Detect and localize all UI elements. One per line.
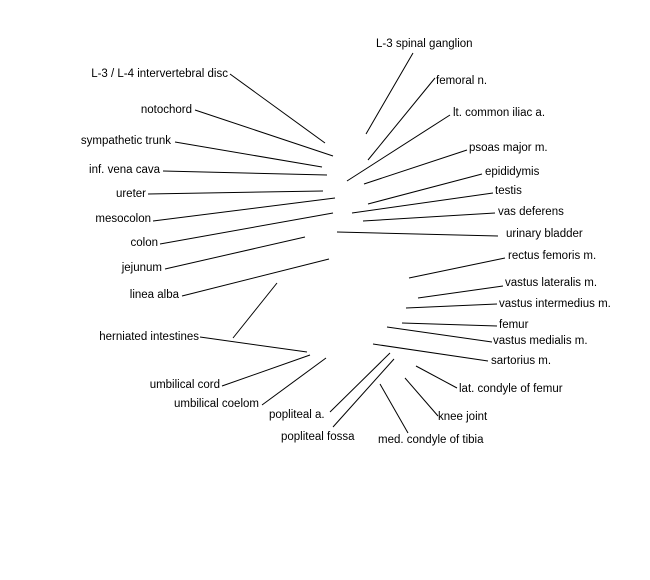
label-common-iliac: lt. common iliac a. <box>453 107 546 119</box>
leader-line-med-condyle <box>379 383 409 434</box>
label-urinary-bladder: urinary bladder <box>506 228 583 240</box>
label-sartorius: sartorius m. <box>491 355 552 367</box>
leader-line-ureter <box>147 190 324 195</box>
leader-line-notochord <box>194 109 334 157</box>
label-vastus-intermedius: vastus intermedius m. <box>499 298 611 310</box>
label-femoral-n: femoral n. <box>436 75 488 87</box>
leader-line-umbilical-coelom <box>261 357 327 406</box>
label-umbilical-coelom: umbilical coelom <box>173 398 259 410</box>
label-knee-joint: knee joint <box>438 411 488 423</box>
label-mesocolon: mesocolon <box>95 213 151 225</box>
leader-line-linea-alba <box>181 258 330 297</box>
label-lat-condyle: lat. condyle of femur <box>459 383 563 395</box>
label-psoas: psoas major m. <box>469 142 548 154</box>
label-epididymis: epididymis <box>485 166 540 178</box>
label-inf-vena-cava: inf. vena cava <box>89 164 160 176</box>
leader-line-psoas <box>363 149 468 185</box>
leader-line-epididymis <box>367 173 483 205</box>
label-colon: colon <box>130 237 159 249</box>
leader-line-lat-condyle <box>415 365 458 389</box>
leader-line-vas-deferens <box>362 212 496 222</box>
leader-line-popliteal-fossa <box>332 358 395 428</box>
label-sympathetic-trunk: sympathetic trunk <box>80 135 171 147</box>
label-linea-alba: linea alba <box>129 289 179 301</box>
label-notochord: notochord <box>140 104 192 116</box>
leader-line-herniated-intestines-b <box>199 336 308 353</box>
leader-line-urinary-bladder <box>336 231 499 237</box>
leader-line-knee-joint <box>404 377 439 417</box>
label-med-condyle: med. condyle of tibia <box>378 434 484 446</box>
label-jejunum: jejunum <box>121 262 162 274</box>
leader-line-vastus-lateralis <box>417 285 504 299</box>
leader-line-inf-vena-cava <box>162 170 328 176</box>
label-popliteal-fossa: popliteal fossa <box>281 431 355 443</box>
leader-line-rectus-femoris <box>408 257 506 279</box>
leader-line-jejunum <box>164 236 306 270</box>
label-rectus-femoris: rectus femoris m. <box>508 250 597 262</box>
leader-line-femur <box>401 322 498 327</box>
label-l3-l4-disc: L-3 / L-4 intervertebral disc <box>91 68 228 80</box>
label-l3-spinal-ganglion: L-3 spinal ganglion <box>376 38 473 50</box>
leader-line-l3-spinal-ganglion <box>365 52 414 135</box>
leader-line-herniated-intestines-a <box>232 282 278 339</box>
leader-line-femoral-n <box>367 77 436 161</box>
label-vastus-lateralis: vastus lateralis m. <box>505 277 598 289</box>
leader-line-popliteal-a <box>329 352 391 413</box>
leader-line-testis <box>351 192 494 214</box>
leader-line-mesocolon <box>152 197 336 222</box>
label-herniated-intestines: herniated intestines <box>99 331 199 343</box>
leader-line-vastus-intermedius <box>405 303 498 309</box>
label-vastus-medialis: vastus medialis m. <box>493 335 588 347</box>
leader-line-sartorius <box>372 343 489 362</box>
leader-line-colon <box>159 212 334 245</box>
leader-line-common-iliac <box>346 114 451 182</box>
leader-line-umbilical-cord <box>221 354 311 387</box>
leader-line-l3-l4-disc <box>229 73 326 144</box>
leader-line-vastus-medialis <box>386 326 493 343</box>
leader-line-sympathetic-trunk <box>174 141 323 168</box>
label-vas-deferens: vas deferens <box>498 206 564 218</box>
label-ureter: ureter <box>115 188 146 200</box>
label-popliteal-a: popliteal a. <box>269 409 325 421</box>
label-umbilical-cord: umbilical cord <box>149 379 220 391</box>
label-femur: femur <box>499 319 529 331</box>
label-testis: testis <box>495 185 522 197</box>
